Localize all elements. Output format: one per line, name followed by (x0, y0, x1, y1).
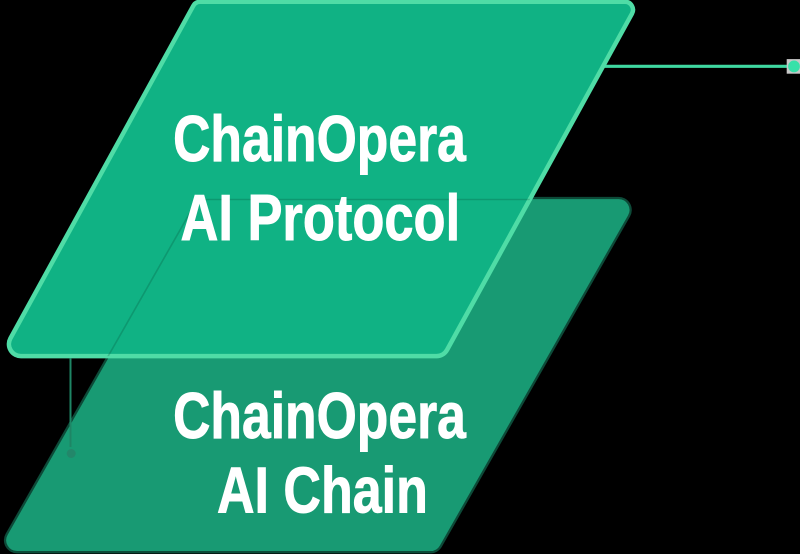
svg-text:ChainOpera: ChainOpera (173, 380, 467, 452)
svg-text:ChainOpera: ChainOpera (173, 103, 467, 175)
svg-text:AI Chain: AI Chain (217, 455, 428, 527)
svg-text:AI Protocol: AI Protocol (180, 182, 460, 255)
